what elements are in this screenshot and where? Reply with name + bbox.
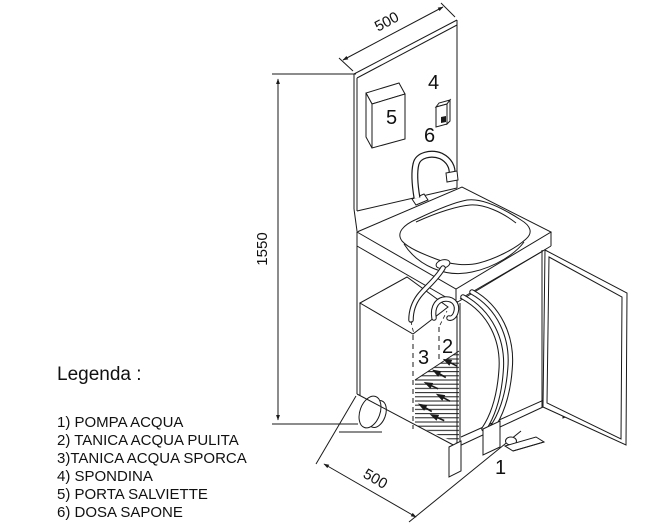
dim-extension-line <box>338 57 354 72</box>
legend-item-1: 1) POMPA ACQUA <box>57 414 183 431</box>
towel-dispenser-box <box>365 82 406 149</box>
front-leg <box>448 440 462 478</box>
label-part-5: 5 <box>386 107 397 129</box>
part-labels: 4 5 6 3 2 1 <box>386 72 506 479</box>
dimension-top-width: 500 <box>338 2 456 72</box>
dim-bottom-value: 500 <box>360 465 390 492</box>
legend-item-5: 5) PORTA SALVIETTE <box>57 486 208 503</box>
legend-item-3: 3)TANICA ACQUA SPORCA <box>57 450 247 467</box>
dim-extension-line <box>315 395 357 465</box>
faucet <box>411 150 459 206</box>
dim-line <box>323 463 417 518</box>
legend-item-2: 2) TANICA ACQUA PULITA <box>57 432 239 449</box>
foot-pedal-assembly <box>448 420 546 478</box>
dim-extension-line <box>440 2 456 18</box>
label-part-1: 1 <box>495 457 506 479</box>
tank-hidden-edge <box>439 310 448 326</box>
soap-dispenser <box>434 98 452 128</box>
pedal-housing <box>482 420 501 456</box>
dim-line <box>342 6 444 61</box>
dimension-left-height: 1550 <box>254 73 358 425</box>
water-section-hatch <box>414 350 460 444</box>
legend-title: Legenda : <box>57 364 142 385</box>
label-part-6: 6 <box>424 125 435 147</box>
legend-item-6: 6) DOSA SAPONE <box>57 504 183 521</box>
faucet-spout-tip <box>445 170 459 183</box>
label-part-3: 3 <box>418 347 429 369</box>
cabinet-door-open <box>542 249 628 446</box>
hoses <box>408 265 514 432</box>
legend-item-4: 4) SPONDINA <box>57 468 153 485</box>
legend: Legenda : 1) POMPA ACQUA 2) TANICA ACQUA… <box>57 364 247 521</box>
label-part-2: 2 <box>442 336 453 358</box>
label-part-4: 4 <box>428 72 439 94</box>
dim-extension-line <box>408 430 522 523</box>
dim-left-value: 1550 <box>254 232 271 265</box>
back-panel <box>353 19 458 232</box>
drain-hose-hidden <box>410 320 415 335</box>
dispenser-outlet <box>441 116 446 123</box>
sink-basin <box>399 199 531 275</box>
